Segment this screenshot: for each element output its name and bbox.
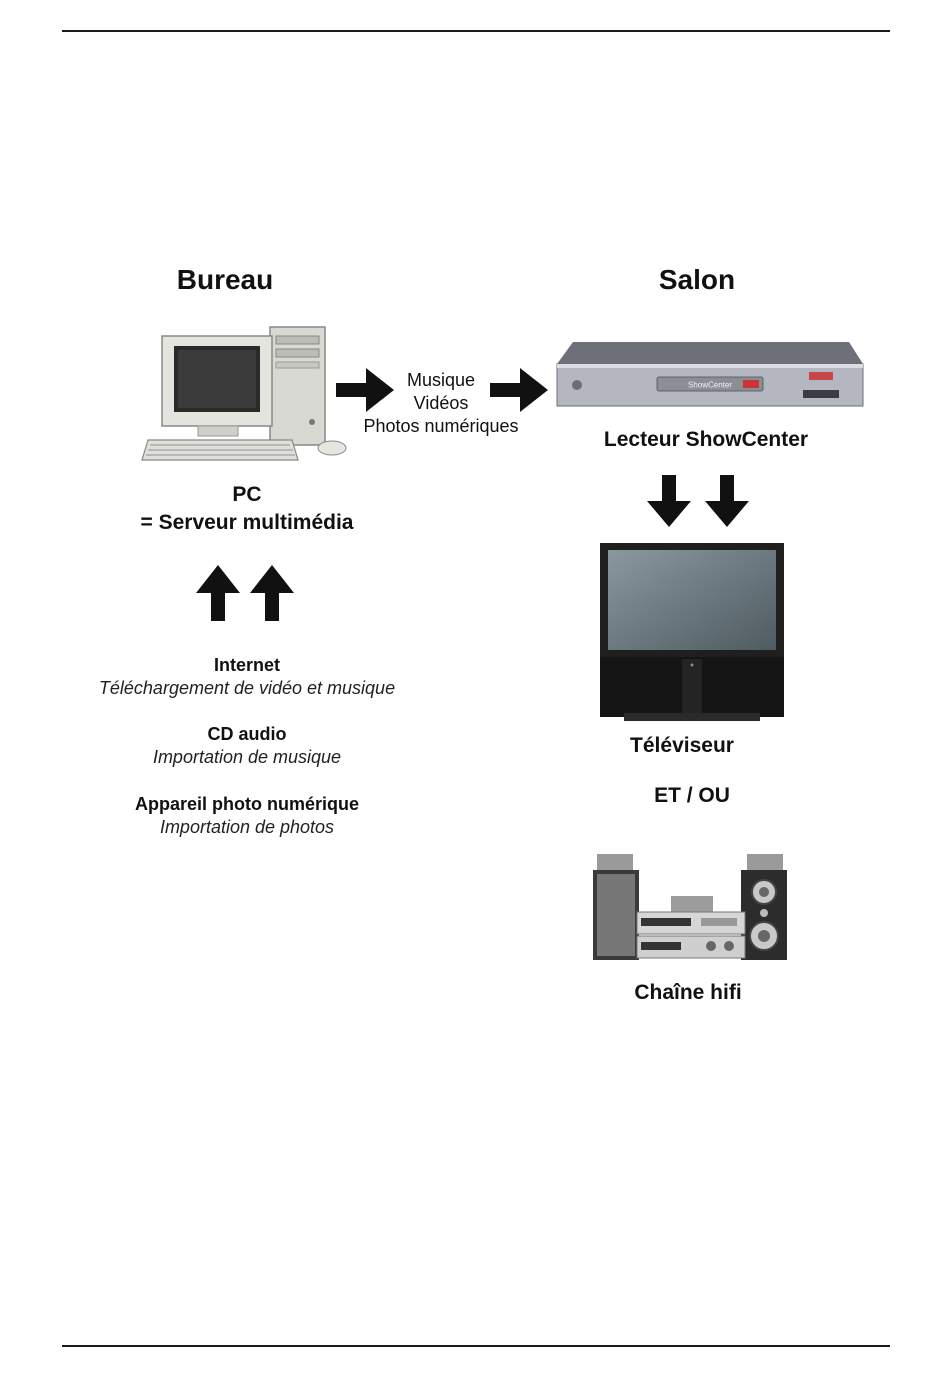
arrow-down-icon — [645, 473, 693, 529]
arrow-up-icon — [248, 563, 296, 623]
showcenter-brand-text: ShowCenter — [688, 381, 732, 390]
source-cd-title: CD audio — [47, 724, 447, 745]
heading-bureau: Bureau — [125, 264, 325, 296]
source-camera-title: Appareil photo numérique — [47, 794, 447, 815]
bottom-rule — [62, 1345, 890, 1347]
source-camera-subtitle: Importation de photos — [47, 817, 447, 838]
heading-salon: Salon — [597, 264, 797, 296]
connector-label: ET / OU — [592, 784, 792, 808]
arrow-down-icon — [703, 473, 751, 529]
computer-icon — [140, 322, 355, 467]
source-internet-title: Internet — [47, 655, 447, 676]
television-icon — [598, 541, 788, 725]
pc-server-label: = Serveur multimédia — [97, 511, 397, 535]
showcenter-caption: Lecteur ShowCenter — [566, 428, 846, 452]
flow-label-photos: Photos numériques — [346, 416, 536, 437]
tv-caption: Téléviseur — [582, 734, 782, 758]
hifi-caption: Chaîne hifi — [588, 981, 788, 1005]
source-internet-subtitle: Téléchargement de vidéo et musique — [47, 678, 447, 699]
arrow-up-icon — [194, 563, 242, 623]
flow-label-musique: Musique — [346, 370, 536, 391]
top-rule — [62, 30, 890, 32]
flow-label-videos: Vidéos — [346, 393, 536, 414]
hifi-system-icon — [591, 852, 791, 964]
pc-label: PC — [97, 483, 397, 507]
media-player-icon: ShowCenter — [553, 338, 865, 410]
source-cd-subtitle: Importation de musique — [47, 747, 447, 768]
